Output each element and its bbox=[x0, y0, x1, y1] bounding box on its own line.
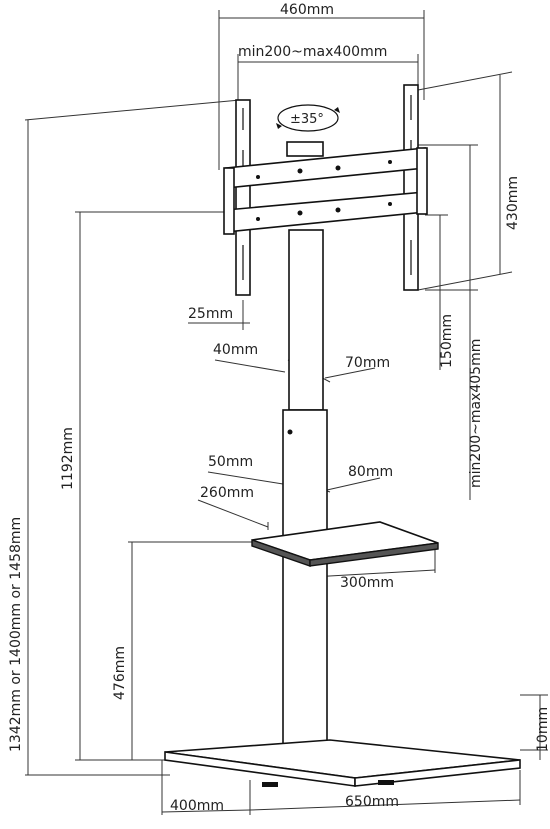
left-rail bbox=[235, 99, 251, 296]
label-shelf-width: 300mm bbox=[340, 575, 394, 591]
label-base-depth: 400mm bbox=[170, 798, 224, 814]
vesa-bracket bbox=[223, 84, 428, 296]
column bbox=[282, 229, 328, 746]
label-upper-pole-front: 40mm bbox=[213, 342, 258, 358]
label-shelf-height: 476mm bbox=[112, 646, 128, 700]
label-vesa-range-v: min200~max405mm bbox=[468, 339, 484, 488]
label-total-height: 1342mm or 1400mm or 1458mm bbox=[8, 517, 24, 752]
label-arm-depth: 25mm bbox=[188, 306, 233, 322]
right-clip bbox=[416, 147, 428, 215]
label-base-thickness: 10mm bbox=[535, 707, 550, 752]
lower-plate bbox=[225, 191, 426, 233]
labels: 460mm min200~max400mm ±35° 430mm min200~… bbox=[8, 2, 550, 814]
base bbox=[164, 739, 521, 787]
label-base-width: 650mm bbox=[345, 794, 399, 810]
label-shelf-depth: 260mm bbox=[200, 485, 254, 501]
label-upper-pole-side: 70mm bbox=[345, 355, 390, 371]
left-clip bbox=[223, 167, 235, 235]
tilt-indicator bbox=[276, 104, 340, 132]
lower-pole bbox=[282, 409, 328, 746]
label-vertical-offset: 150mm bbox=[439, 314, 455, 368]
label-tilt: ±35° bbox=[290, 112, 324, 127]
mount-block bbox=[286, 141, 324, 157]
upper-pole bbox=[288, 229, 324, 411]
label-lower-pole-side: 80mm bbox=[348, 464, 393, 480]
upper-plate bbox=[225, 147, 426, 189]
label-vesa-width: 460mm bbox=[280, 2, 334, 18]
label-center-height: 1192mm bbox=[60, 427, 76, 490]
dimension-lines bbox=[24, 10, 548, 815]
label-vesa-range-h: min200~max400mm bbox=[238, 44, 387, 60]
label-lower-pole-front: 50mm bbox=[208, 454, 253, 470]
label-bracket-height: 430mm bbox=[505, 176, 521, 230]
glass-shelf bbox=[251, 521, 439, 567]
